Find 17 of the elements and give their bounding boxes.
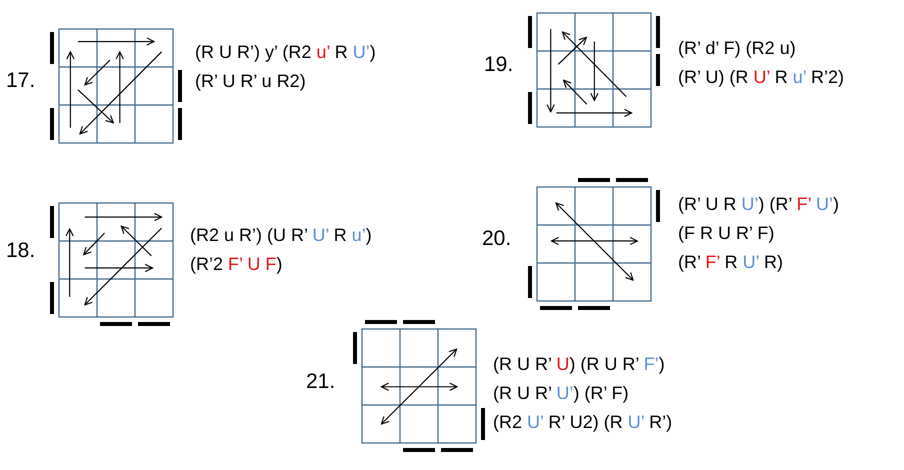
algorithm-text: (R U R’ U) (R U R’ F’) xyxy=(493,353,665,376)
case-number: 20. xyxy=(482,226,512,252)
algorithm-text: (R’ F’ R U’ R) xyxy=(678,251,784,274)
case-number: 21. xyxy=(306,369,336,395)
case-number: 19. xyxy=(484,52,514,78)
algorithm-text: (R’ U) (R U’ R u’ R’2) xyxy=(678,66,844,89)
algorithm-text: (R2 U’ R’ U2) (R U’ R’) xyxy=(493,411,672,434)
case-number: 18. xyxy=(6,238,36,264)
algorithm-text: (R’ U R’ u R2) xyxy=(195,70,306,93)
case-number: 17. xyxy=(6,68,36,94)
algorithm-text: (R2 u R’) (U R’ U’ R u’) xyxy=(190,224,372,247)
algorithm-text: (R U R’ U’) (R’ F) xyxy=(493,382,629,405)
algorithm-text: (R’ d’ F) (R2 u) xyxy=(678,37,796,60)
algorithm-text: (R’2 F’ U F) xyxy=(190,253,282,276)
algorithm-text: (F R U R’ F) xyxy=(678,222,774,245)
algorithm-text: (R’ U R U’) (R’ F’ U’) xyxy=(678,193,839,216)
algorithm-text: (R U R’) y’ (R2 u’ R U’) xyxy=(195,41,376,64)
